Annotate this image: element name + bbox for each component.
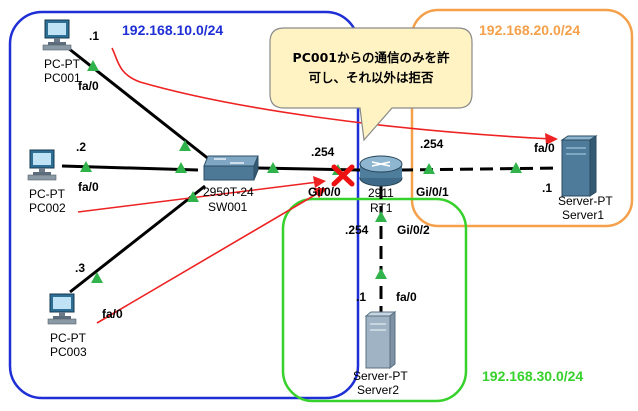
rt1-name: RT1 <box>370 201 393 215</box>
link-rt1-server1 <box>399 166 559 172</box>
rt1-type: 2911 <box>368 186 394 200</box>
callout: PC001からの通信のみを許 可し、それ以外は拒否 <box>269 27 473 142</box>
server2-ip: .1 <box>356 290 366 304</box>
pc003-type: PC-PT <box>50 331 87 345</box>
pc003[interactable] <box>47 293 77 325</box>
server1-ip: .1 <box>542 181 552 195</box>
net20-label: 192.168.20.0/24 <box>479 22 580 38</box>
callout-line1: PC001からの通信のみを許 <box>293 50 450 65</box>
zone-net20 <box>410 8 634 228</box>
net10-label: 192.168.10.0/24 <box>122 22 223 38</box>
port-marker <box>423 163 435 174</box>
server-icon <box>364 310 397 370</box>
server2-type: Server-PT <box>353 369 408 383</box>
pc002-ip: .2 <box>76 140 86 154</box>
sw001-name: SW001 <box>208 200 248 214</box>
pc003-ip: .3 <box>75 261 85 275</box>
pc003-port: fa/0 <box>102 307 123 321</box>
server2-port: fa/0 <box>396 290 417 304</box>
pc001[interactable] <box>42 19 72 51</box>
sw001-type: 2950T-24 <box>203 185 254 199</box>
zone-net30 <box>281 197 468 403</box>
server1[interactable] <box>560 135 598 197</box>
rt1-gi02-port: Gi/0/2 <box>397 223 430 237</box>
pc002-name: PC002 <box>29 201 66 215</box>
port-marker <box>375 268 387 279</box>
flow-pc003-rt1 <box>96 191 321 324</box>
rt1-gi00-ip: .254 <box>311 145 335 159</box>
pc002[interactable] <box>27 149 57 181</box>
callout-line2: 可し、それ以外は拒否 <box>308 70 434 85</box>
flow-pc002-arrowhead <box>313 176 326 188</box>
port-marker <box>91 272 103 283</box>
rt1-gi01-port: Gi/0/1 <box>416 185 449 199</box>
server2-name: Server2 <box>357 383 399 397</box>
link-pc003-sw001 <box>69 184 206 294</box>
server-icon <box>560 135 598 197</box>
port-marker <box>510 162 522 173</box>
server2[interactable] <box>364 310 397 370</box>
port-marker <box>175 162 187 173</box>
callout-bubble <box>269 27 473 142</box>
computer-icon <box>27 149 57 181</box>
pc001-name: PC001 <box>44 71 81 85</box>
flows <box>77 47 558 324</box>
zone-net10 <box>8 10 360 400</box>
port-marker <box>375 211 387 222</box>
flow-pc002-rt1 <box>77 181 319 213</box>
server1-port: fa/0 <box>534 141 555 155</box>
port-marker <box>87 60 99 71</box>
flow-pc001-arrowhead <box>545 133 558 145</box>
rt1-gi00-port: Gi/0/0 <box>308 185 341 199</box>
rt1-gi02-ip: .254 <box>345 223 369 237</box>
pc002-port: fa/0 <box>78 180 99 194</box>
link-pc001-sw001 <box>67 46 211 162</box>
router-icon <box>359 155 403 187</box>
port-marker <box>80 161 92 172</box>
port-marker <box>179 140 191 151</box>
port-marker <box>187 191 199 202</box>
flow-pc001-server1 <box>111 47 553 140</box>
block-x-icon <box>331 164 355 187</box>
computer-icon <box>42 19 72 51</box>
computer-icon <box>47 293 77 325</box>
sw001[interactable] <box>203 155 259 181</box>
net30-label: 192.168.30.0/24 <box>482 368 583 384</box>
pc003-name: PC003 <box>50 345 87 359</box>
port-marker <box>267 162 279 173</box>
pc001-ip: .1 <box>89 29 99 43</box>
pc001-type: PC-PT <box>44 57 81 71</box>
pc002-type: PC-PT <box>29 187 66 201</box>
flow-pc003-arrowhead <box>313 188 327 198</box>
server1-name: Server1 <box>562 208 604 222</box>
server1-type: Server-PT <box>558 194 613 208</box>
rt1-gi01-ip: .254 <box>420 137 444 151</box>
rt1[interactable] <box>359 155 403 187</box>
pc001-port: fa/0 <box>78 79 99 93</box>
switch-icon <box>203 155 259 181</box>
